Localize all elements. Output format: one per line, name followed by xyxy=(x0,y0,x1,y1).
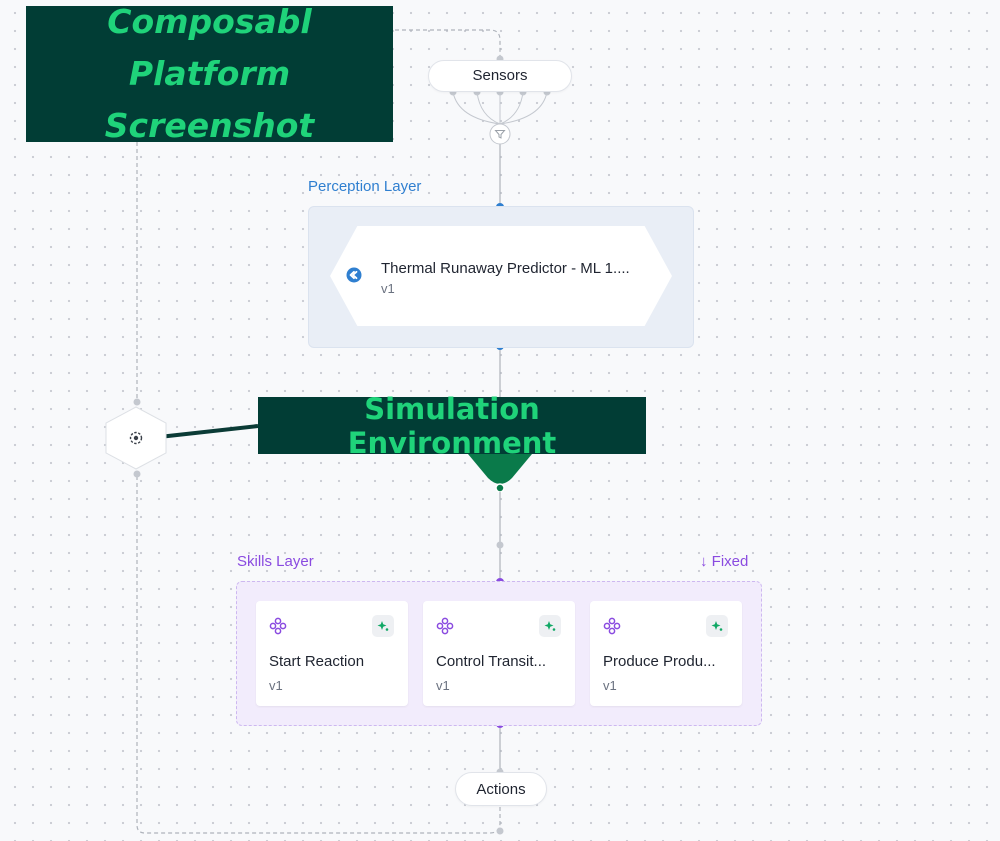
perceptor-icon xyxy=(346,267,362,288)
filter-icon xyxy=(489,123,511,145)
actions-label: Actions xyxy=(476,780,526,798)
perceptor-version: v1 xyxy=(381,281,395,296)
perceptor-card[interactable]: Thermal Runaway Predictor - ML 1.... v1 xyxy=(330,226,672,326)
skill-name: Produce Produ... xyxy=(603,653,716,670)
skills-layer-label: Skills Layer xyxy=(237,553,314,570)
banner-title-line-1: Composabl Platform xyxy=(107,2,312,93)
sparkle-icon xyxy=(711,621,723,631)
skill-icon xyxy=(269,617,287,640)
skill-card-produce-product[interactable]: Produce Produ... v1 xyxy=(590,601,742,706)
ai-assist-button[interactable] xyxy=(706,615,728,637)
ai-assist-button[interactable] xyxy=(539,615,561,637)
perceptor-title: Thermal Runaway Predictor - ML 1.... xyxy=(381,260,630,277)
banner-title-line-2: Screenshot xyxy=(104,106,315,145)
skill-version: v1 xyxy=(603,678,617,693)
skill-icon xyxy=(603,617,621,640)
simulator-icon xyxy=(129,431,143,450)
skill-card-control-transition[interactable]: Control Transit... v1 xyxy=(423,601,575,706)
sparkle-icon xyxy=(544,621,556,631)
screenshot-title-banner: Composabl Platform Screenshot xyxy=(26,2,393,145)
skill-card-start-reaction[interactable]: Start Reaction v1 xyxy=(256,601,408,706)
sensors-node[interactable]: Sensors xyxy=(428,60,572,92)
skill-name: Control Transit... xyxy=(436,653,547,670)
filter-node[interactable] xyxy=(489,123,511,145)
actions-node[interactable]: Actions xyxy=(455,772,547,806)
skills-order-mode[interactable]: ↓ Fixed xyxy=(700,553,749,570)
ai-assist-button[interactable] xyxy=(372,615,394,637)
simulator-node[interactable] xyxy=(104,406,168,470)
sparkle-icon xyxy=(377,621,389,631)
skill-name: Start Reaction xyxy=(269,653,365,670)
sensors-label: Sensors xyxy=(472,67,528,84)
skill-icon xyxy=(436,617,454,640)
simulation-environment-banner: Simulation Environment xyxy=(258,392,646,460)
perception-layer-label: Perception Layer xyxy=(308,178,422,195)
skill-version: v1 xyxy=(269,678,283,693)
skill-version: v1 xyxy=(436,678,450,693)
